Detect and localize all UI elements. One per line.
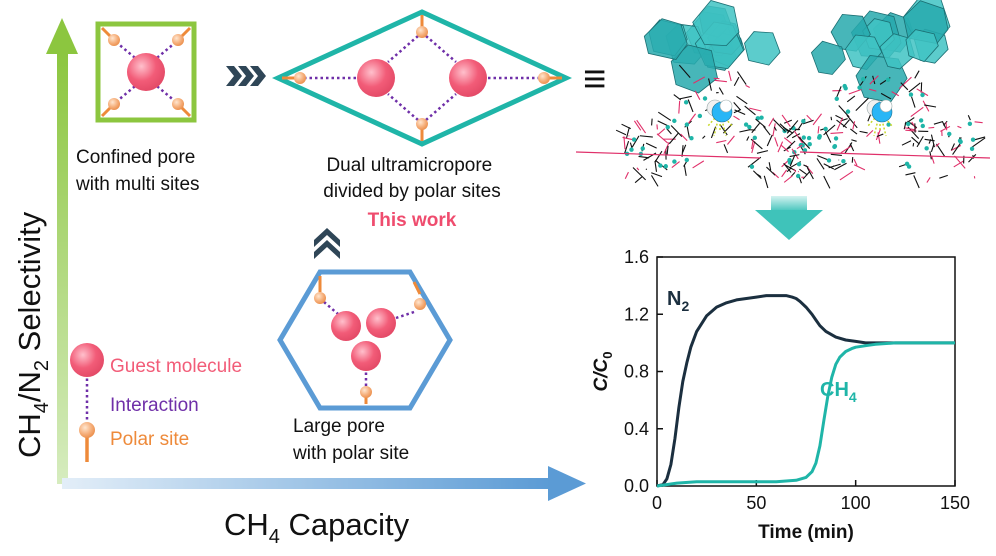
polar-site bbox=[414, 298, 426, 310]
y-tick-label: 0.0 bbox=[624, 476, 649, 496]
guest-molecule bbox=[449, 59, 487, 97]
x-axis-title: CH4 Capacity bbox=[224, 507, 410, 548]
framework-network bbox=[615, 111, 705, 187]
chevron-up-icon bbox=[314, 228, 340, 259]
legend-guest-label: Guest molecule bbox=[110, 356, 242, 377]
polar-site bbox=[294, 72, 306, 84]
polar-site bbox=[360, 386, 372, 398]
legend-guest-icon bbox=[70, 343, 104, 377]
legend: Guest molecule Interaction Polar site bbox=[70, 343, 242, 462]
guest-molecule bbox=[331, 311, 361, 341]
guest-molecule bbox=[366, 308, 396, 338]
polar-site bbox=[172, 98, 184, 110]
guest-molecule bbox=[357, 59, 395, 97]
dual-ultramicropore-diagram bbox=[271, 9, 573, 147]
equivalence-symbol: ≡ bbox=[583, 57, 606, 101]
framework-network bbox=[739, 113, 822, 189]
polar-site bbox=[108, 98, 120, 110]
x-tick-label: 150 bbox=[940, 493, 970, 513]
y-axis-arrow bbox=[46, 18, 78, 484]
guest-molecule bbox=[351, 341, 381, 371]
series-label-n2: N2 bbox=[667, 288, 689, 314]
ch4-molecule-icon bbox=[706, 99, 733, 137]
confined-pore-label: Confined pore with multi sites bbox=[75, 147, 201, 195]
series-line-ch4 bbox=[656, 341, 955, 488]
x-axis-label: Time (min) bbox=[758, 522, 854, 543]
polar-site bbox=[416, 26, 428, 38]
chart-frame bbox=[656, 256, 956, 487]
chevron-right-icon bbox=[226, 66, 266, 86]
polar-site bbox=[108, 34, 120, 46]
this-work-label: This work bbox=[368, 210, 457, 231]
framework-network bbox=[898, 115, 986, 189]
x-tick-label: 0 bbox=[652, 493, 662, 513]
arrow-down-icon bbox=[755, 196, 823, 240]
y-tick-label: 1.6 bbox=[624, 247, 649, 267]
series-label-ch4: CH4 bbox=[820, 379, 857, 405]
y-axis-label: C/C0 bbox=[591, 352, 615, 392]
framework-network bbox=[832, 70, 937, 154]
polar-site bbox=[538, 72, 550, 84]
legend-polar-icon bbox=[79, 422, 95, 438]
series-line-n2 bbox=[656, 294, 955, 488]
large-pore-label: Large pore with polar site bbox=[292, 416, 409, 464]
dual-ultramicropore-label: Dual ultramicropore divided by polar sit… bbox=[323, 155, 500, 202]
legend-interaction-label: Interaction bbox=[110, 395, 199, 416]
polar-site bbox=[314, 292, 326, 304]
polar-site bbox=[416, 118, 428, 130]
large-pore-diagram bbox=[277, 269, 453, 411]
y-tick-label: 0.8 bbox=[624, 362, 649, 382]
polar-site bbox=[172, 34, 184, 46]
crystal-structures-illustration bbox=[575, 0, 991, 189]
x-tick-label: 100 bbox=[841, 493, 871, 513]
y-axis-title: CH4/N2 Selectivity bbox=[12, 211, 53, 458]
legend-polar-label: Polar site bbox=[110, 429, 189, 450]
y-tick-label: 0.4 bbox=[624, 419, 649, 439]
x-tick-label: 50 bbox=[746, 493, 766, 513]
y-tick-label: 1.2 bbox=[624, 304, 649, 324]
confined-pore-diagram bbox=[95, 21, 197, 123]
polyhedra-cluster bbox=[643, 0, 781, 94]
x-axis-arrow bbox=[62, 466, 586, 501]
ch4-molecule-icon bbox=[866, 99, 893, 137]
polyhedra-cluster bbox=[810, 0, 951, 103]
guest-molecule bbox=[127, 53, 165, 91]
framework-network bbox=[773, 114, 866, 189]
